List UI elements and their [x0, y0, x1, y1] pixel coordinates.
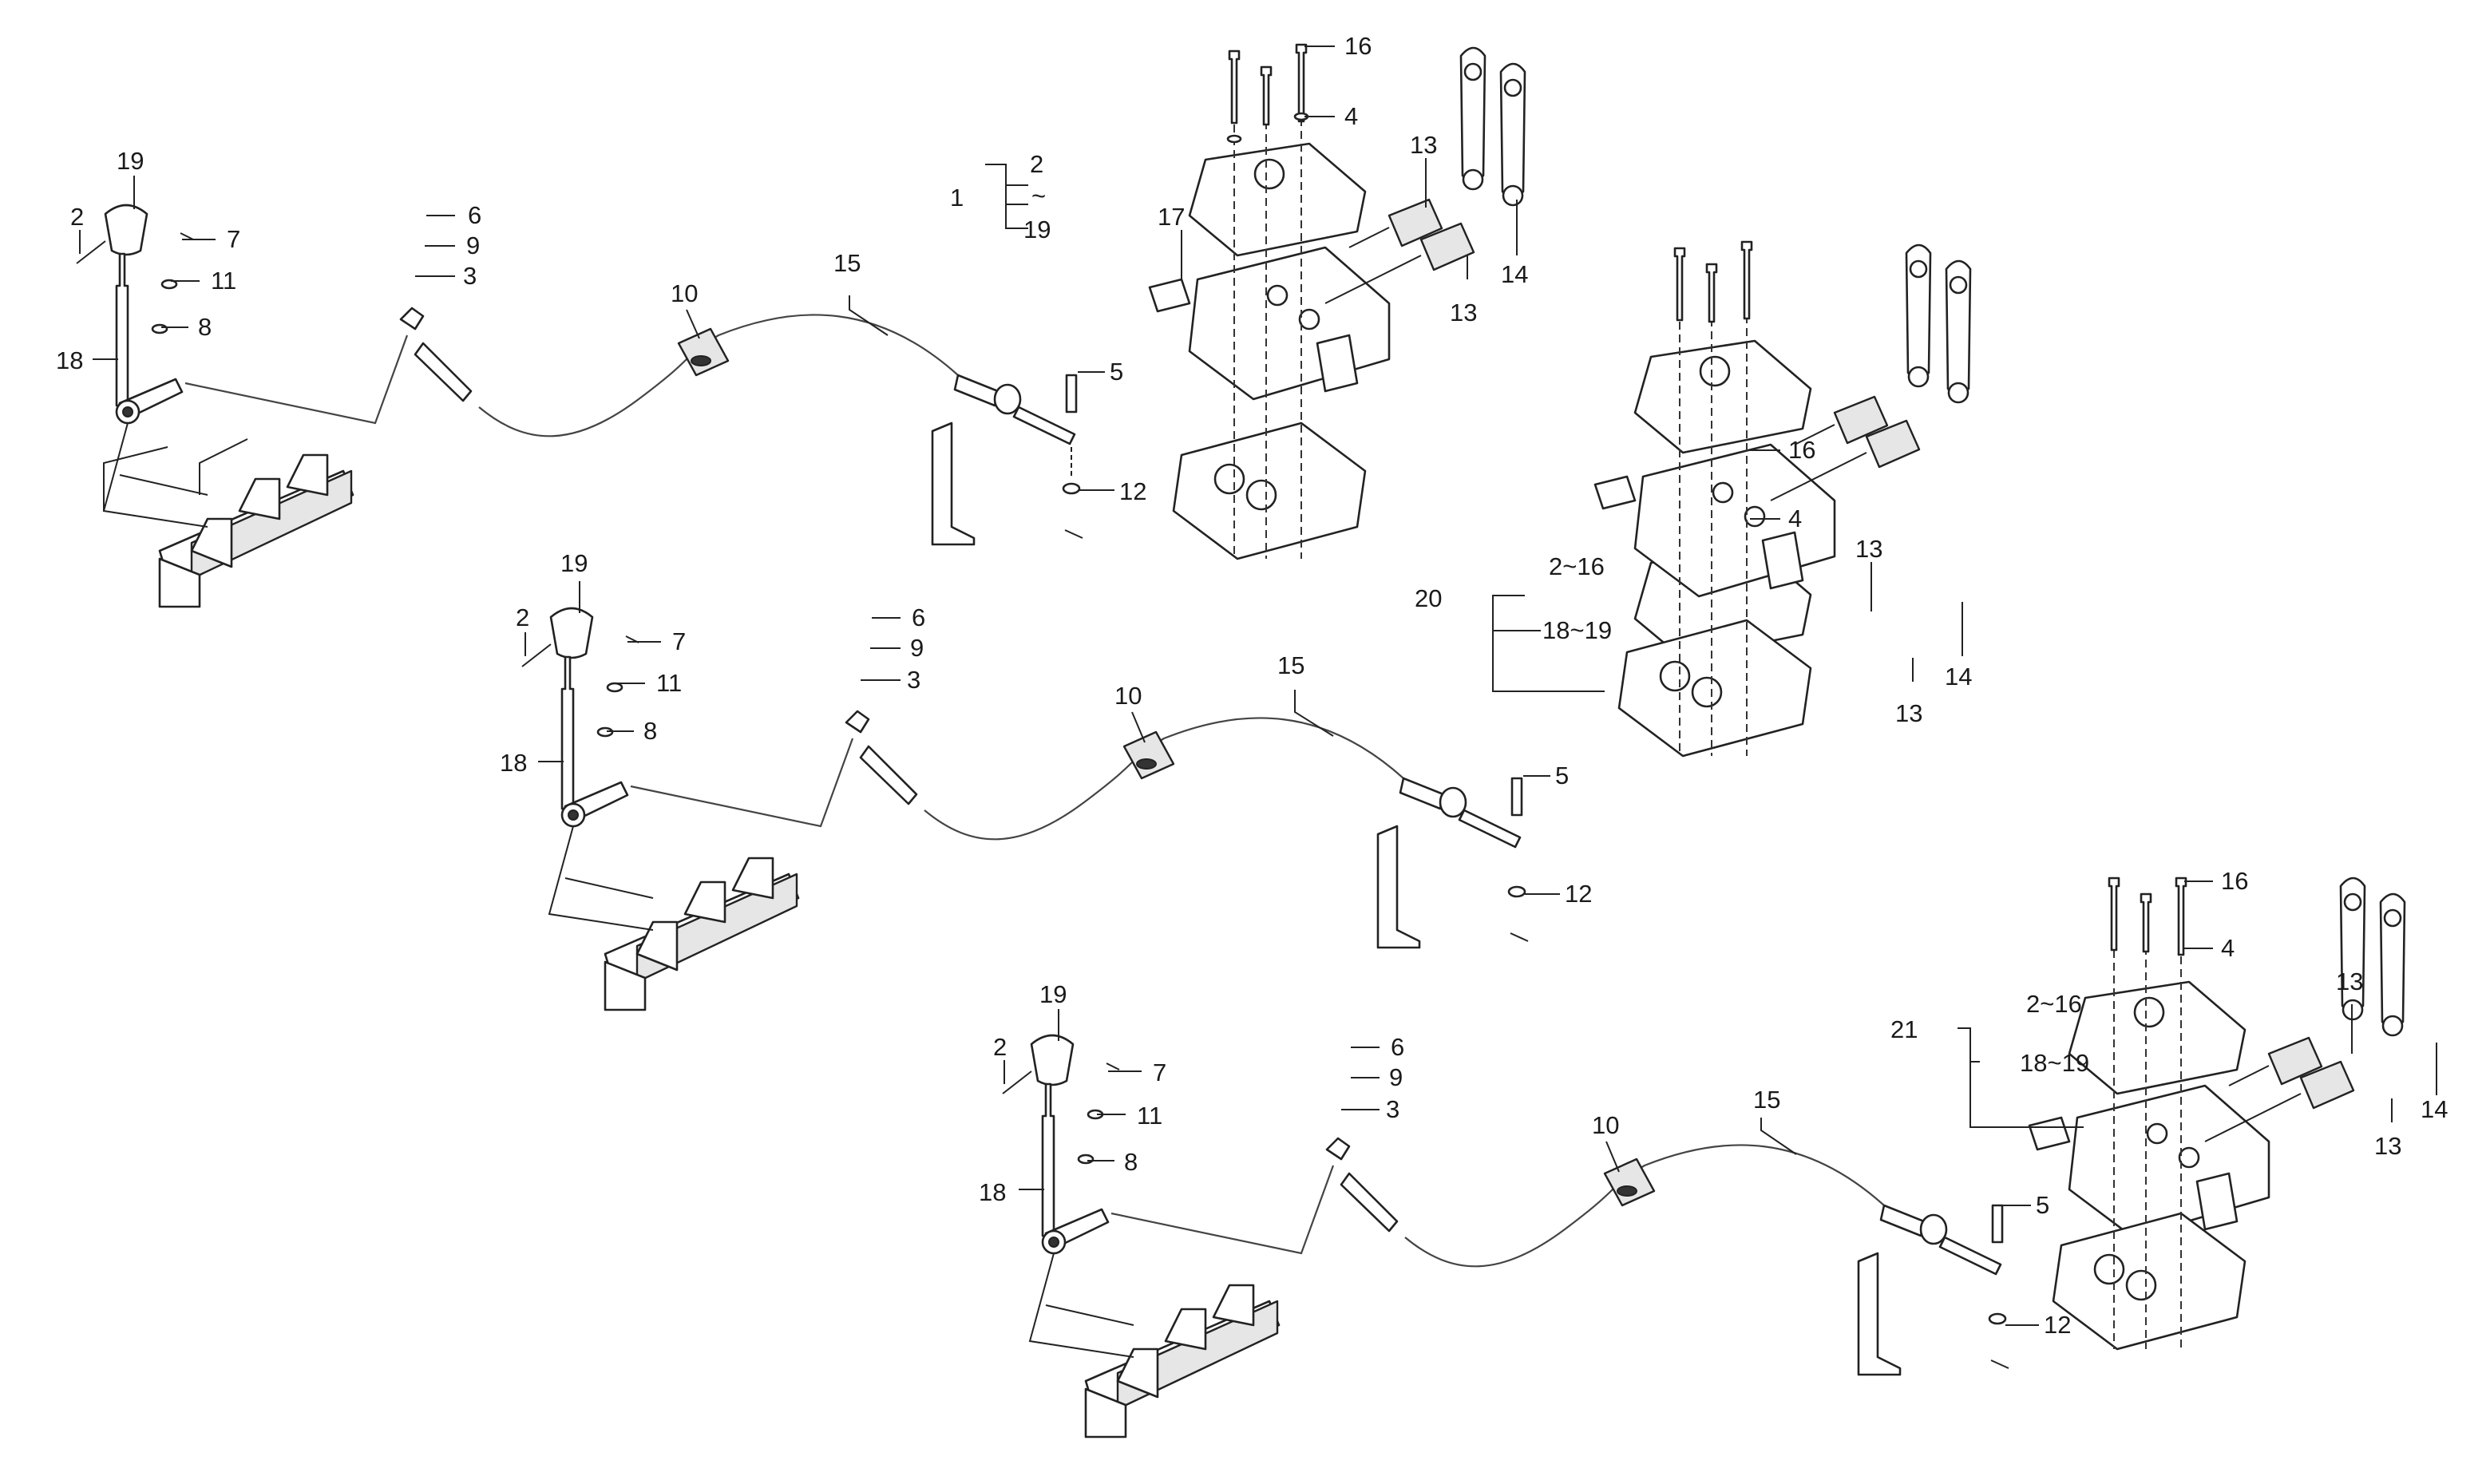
callout-14: 14: [1501, 260, 1528, 288]
callout-14: 14: [1945, 663, 1972, 691]
callout-2: 2: [516, 603, 529, 631]
part-callouts: 19 2 7 11 8 18 6 9 3 10 15 5 12 16 4 13 …: [56, 32, 2448, 1339]
callout-16: 16: [1788, 436, 1815, 464]
callout-4: 4: [1344, 102, 1358, 130]
kit1-tilde: ~: [1031, 182, 1046, 210]
lever-assembly-2: [521, 545, 1812, 1011]
callout-2: 2: [993, 1033, 1007, 1061]
callout-7: 7: [672, 627, 686, 655]
callout-9: 9: [466, 232, 480, 259]
leader-lines: [79, 46, 2437, 1326]
callout-5: 5: [1110, 358, 1123, 386]
callout-17: 17: [1158, 203, 1185, 231]
callout-19: 19: [560, 549, 588, 577]
callout-12: 12: [2044, 1311, 2071, 1339]
cable-bracket: [931, 421, 976, 546]
callout-15: 15: [1753, 1086, 1780, 1114]
callout-5: 5: [2036, 1191, 2049, 1219]
callout-16: 16: [2221, 867, 2248, 895]
callout-16: 16: [1344, 32, 1372, 60]
callout-14: 14: [2421, 1095, 2448, 1123]
callout-7: 7: [227, 225, 240, 253]
range-a-21: 2~16: [2026, 990, 2082, 1018]
callout-10: 10: [671, 279, 698, 307]
callout-13b: 13: [2374, 1132, 2401, 1160]
callout-13b: 13: [1895, 699, 1922, 727]
valve-body: [1188, 246, 1391, 401]
grommet: [677, 327, 730, 377]
lever-assembly-3: [1002, 1034, 2009, 1438]
callout-20: 20: [1415, 584, 1442, 612]
callout-11: 11: [656, 669, 682, 697]
callout-11: 11: [211, 267, 236, 295]
lever-shaft: [115, 252, 129, 407]
callout-7: 7: [1153, 1059, 1166, 1086]
callout-13: 13: [1855, 535, 1882, 563]
callout-13: 13: [1410, 131, 1437, 159]
kit1-top: 2: [1030, 150, 1043, 178]
callout-12: 12: [1565, 880, 1592, 908]
kit1-bottom: 19: [1023, 216, 1051, 243]
callout-15: 15: [833, 249, 861, 277]
callout-5: 5: [1555, 762, 1569, 789]
callout-9: 9: [1389, 1063, 1403, 1091]
callout-4: 4: [1788, 505, 1802, 532]
callout-8: 8: [198, 313, 212, 341]
callout-15: 15: [1277, 651, 1304, 679]
callout-19: 19: [117, 147, 144, 175]
range-b-21: 18~19: [2020, 1049, 2089, 1077]
callout-3: 3: [907, 666, 920, 694]
callout-19: 19: [1039, 980, 1067, 1008]
callout-18: 18: [56, 346, 83, 374]
callout-8: 8: [643, 717, 657, 745]
control-cable: [184, 334, 409, 425]
callout-8: 8: [1124, 1148, 1138, 1176]
callout-10: 10: [1592, 1111, 1619, 1139]
callout-6: 6: [912, 603, 925, 631]
valve-assembly-2: [1593, 240, 1972, 758]
callout-11: 11: [1137, 1102, 1162, 1130]
callout-13: 13: [2336, 968, 2363, 995]
range-b-20: 18~19: [1542, 616, 1612, 644]
callout-3: 3: [1386, 1095, 1399, 1123]
callout-6: 6: [1391, 1033, 1404, 1061]
callout-18: 18: [979, 1178, 1006, 1206]
lever-knob: [104, 204, 148, 256]
callout-1: 1: [950, 184, 964, 212]
callout-12: 12: [1119, 477, 1146, 505]
valve-assembly-3: [2028, 877, 2406, 1351]
callout-2: 2: [70, 203, 84, 231]
callout-18: 18: [500, 749, 527, 777]
range-a-20: 2~16: [1549, 552, 1605, 580]
quick-coupler: [1388, 198, 1443, 247]
callout-6: 6: [468, 201, 481, 229]
callout-13b: 13: [1450, 299, 1477, 326]
valve-top-plate: [1188, 142, 1367, 257]
callout-3: 3: [463, 262, 477, 290]
callout-9: 9: [910, 634, 924, 662]
callout-10: 10: [1114, 682, 1142, 710]
callout-4: 4: [2221, 934, 2235, 962]
lever-assembly-1: [76, 43, 1526, 608]
callout-21: 21: [1890, 1015, 1918, 1043]
